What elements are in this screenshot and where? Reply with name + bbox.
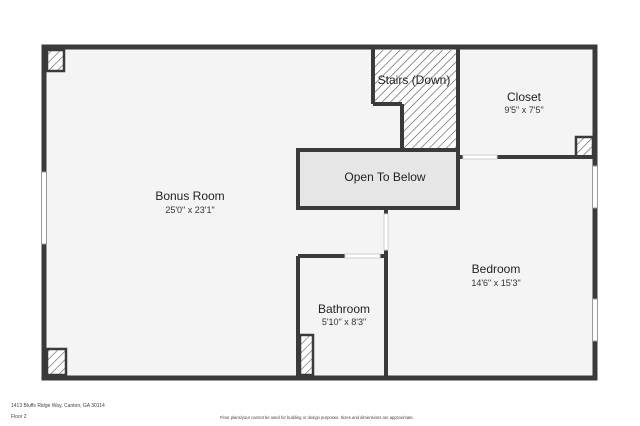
bedroom-name: Bedroom xyxy=(472,262,521,276)
windows xyxy=(41,165,598,342)
closet-name: Closet xyxy=(507,90,542,104)
window-bedroom-upper xyxy=(592,165,598,209)
address-text: 1413 Bluffs Ridge Way, Canton, GA 30114 xyxy=(11,403,105,409)
stairs-hatch xyxy=(373,50,457,148)
corner-block-closet xyxy=(574,135,595,159)
bonus-room-name: Bonus Room xyxy=(155,189,224,203)
interior-walls xyxy=(296,47,595,378)
bathroom-dims: 5'10" x 8'3" xyxy=(322,317,366,327)
corner-block-top-left xyxy=(45,48,66,73)
open-to-below-area xyxy=(296,148,460,210)
stairs-name: Stairs (Down) xyxy=(378,73,451,87)
corner-block-bathroom xyxy=(298,333,315,377)
floor-area xyxy=(44,47,595,378)
floor-label: Floor 2 xyxy=(11,414,27,420)
closet-dims: 9'5" x 7'5" xyxy=(504,105,543,115)
disclaimer-text: Floor plans/your cannot be used for buil… xyxy=(220,415,414,420)
corner-block-bottom-left xyxy=(45,347,68,377)
bathroom-name: Bathroom xyxy=(318,302,370,316)
bedroom-dims: 14'6" x 15'3" xyxy=(471,278,520,288)
bonus-room-dims: 25'0" x 23'1" xyxy=(165,205,214,215)
window-bonus-left xyxy=(41,171,47,245)
open-to-below-name: Open To Below xyxy=(344,170,425,184)
window-bedroom-lower xyxy=(592,298,598,342)
door-openings xyxy=(344,154,498,259)
